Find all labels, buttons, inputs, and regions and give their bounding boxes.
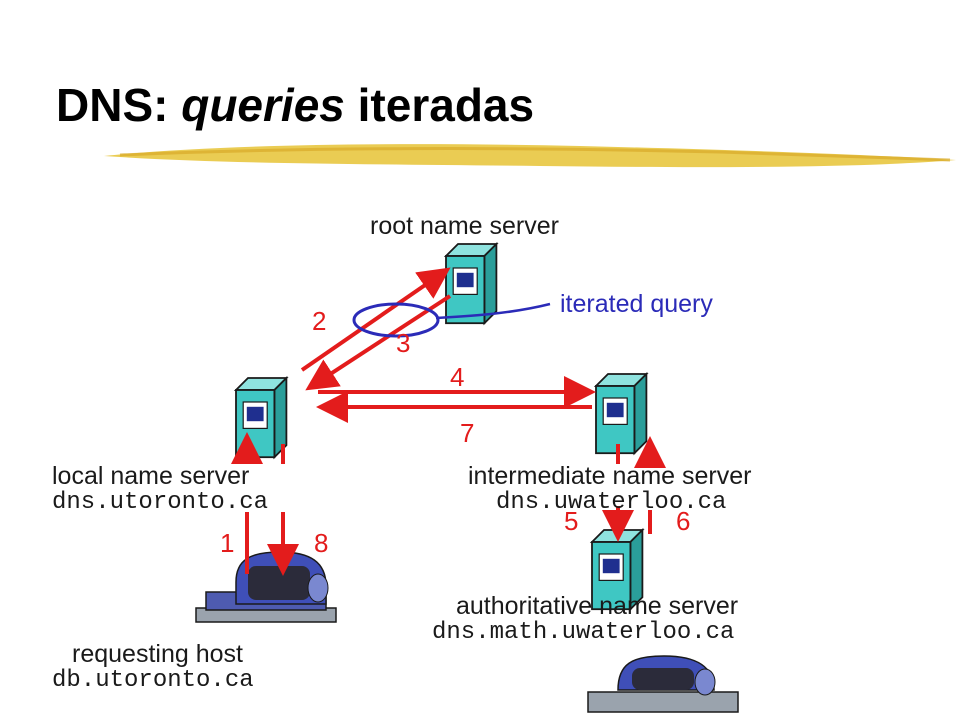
iterated-query-circle <box>352 302 440 338</box>
requesting-host-address: db.utoronto.ca <box>52 667 254 694</box>
intermediate-server-host: dns.uwaterloo.ca <box>496 489 726 516</box>
local-server-host: dns.utoronto.ca <box>52 489 268 516</box>
arrow-2 <box>300 267 451 372</box>
step-3-label: 3 <box>396 328 410 358</box>
title-underline-swoosh <box>104 144 956 168</box>
arrow-3 <box>305 294 452 391</box>
step-8-label: 8 <box>314 528 328 558</box>
iterated-query-pointer <box>435 302 551 320</box>
authoritative-server-host: dns.math.uwaterloo.ca <box>432 619 734 646</box>
local-server-icon <box>235 377 288 459</box>
step-5-label: 5 <box>564 506 578 536</box>
intermediate-server-icon <box>595 373 648 455</box>
authoritative-server-label: authoritative name server <box>456 592 738 620</box>
requesting-host-icon <box>195 551 337 623</box>
root-server-icon <box>445 243 498 325</box>
computer-icon <box>587 655 739 713</box>
step-6-label: 6 <box>676 506 690 536</box>
title-prefix: DNS: <box>56 79 169 131</box>
step-2-label: 2 <box>312 306 326 336</box>
iterated-query-label: iterated query <box>560 290 713 318</box>
step-1-label: 1 <box>220 528 234 558</box>
step-7-label: 7 <box>460 418 474 448</box>
step-4-label: 4 <box>450 362 464 392</box>
root-server-label: root name server <box>370 212 559 240</box>
local-server-label: local name server <box>52 462 249 490</box>
title-suffix: iteradas <box>357 79 535 131</box>
intermediate-server-label: intermediate name server <box>468 462 751 490</box>
requesting-host-label: requesting host <box>72 640 243 668</box>
title-italic: queries <box>181 79 345 131</box>
page-title: DNS: queries iteradas <box>56 78 534 132</box>
